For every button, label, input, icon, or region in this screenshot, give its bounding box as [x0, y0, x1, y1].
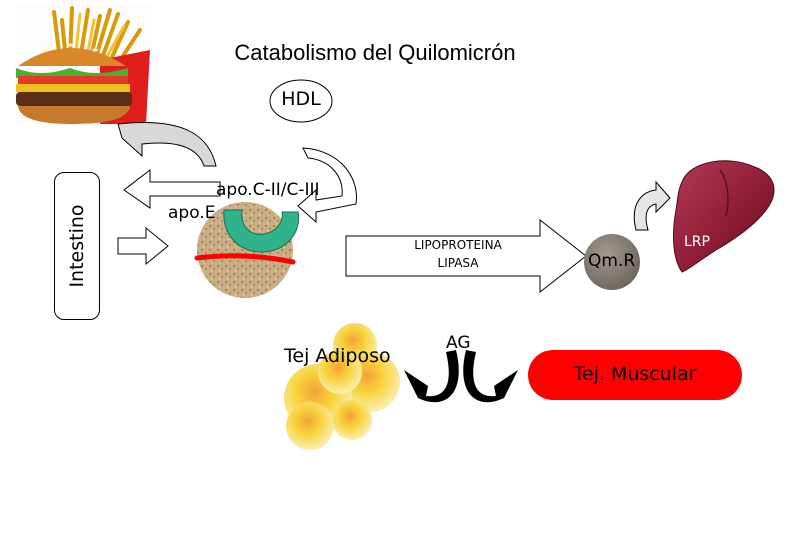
lrp-label: LRP [684, 234, 710, 250]
arrow-left-white [123, 168, 221, 209]
tej-muscular-label: Tej. Muscular [573, 363, 697, 385]
lipoproteina-lipasa-arrow [345, 218, 587, 294]
hdl-label: HDL [281, 88, 321, 110]
ag-arrow-to-muscle [463, 350, 518, 403]
adipose-tissue [284, 323, 400, 450]
curved-arrow-hdl [297, 147, 357, 224]
muscle-tissue-shape [528, 350, 742, 400]
liver-icon [673, 160, 775, 273]
diagram-title: Catabolismo del Quilomicrón [234, 40, 516, 65]
intestino-label: Intestino [66, 204, 88, 288]
arrow-intestine-to-chylomicron [117, 226, 169, 266]
apo-c-shape [223, 209, 300, 253]
qmr-particle [584, 234, 640, 290]
curved-arrow-to-liver [633, 180, 671, 231]
hdl-particle [269, 79, 333, 123]
burger-fries-icon [14, 4, 152, 124]
ag-arrow-to-adipose [404, 350, 459, 403]
intestino-box: Intestino [54, 172, 100, 320]
lipoproteina-label: LIPOPROTEINA [414, 238, 502, 252]
curved-arrow-food-to-intestine [117, 122, 217, 167]
apo-c-label: apo.C-II/C-III [216, 180, 320, 200]
chylomicron-particle [197, 202, 293, 298]
apo-e-label: apo.E [168, 203, 216, 223]
tej-adiposo-label: Tej Adiposo [284, 345, 391, 367]
ag-label: AG [446, 333, 471, 353]
apo-b48-band [194, 253, 296, 265]
lipasa-label: LIPASA [437, 256, 479, 270]
qmr-label: Qm.R [588, 251, 636, 271]
